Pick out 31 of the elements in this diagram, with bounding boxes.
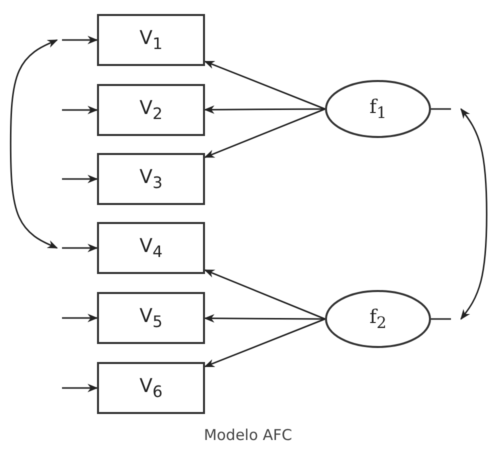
variable-label: V$_{3}$ xyxy=(139,166,163,192)
observed-variable-box xyxy=(97,292,205,344)
arrow xyxy=(204,314,325,323)
variable-label: f$_{1}$ xyxy=(369,96,387,122)
arrow xyxy=(204,318,326,368)
observed-variable-box xyxy=(97,222,205,274)
arrow xyxy=(62,244,98,252)
arrow xyxy=(62,174,98,184)
variable-label: V$_{4}$ xyxy=(139,235,163,261)
variable-label: V$_{1}$ xyxy=(139,27,163,53)
variable-label: V$_{5}$ xyxy=(139,305,163,331)
arrow xyxy=(204,105,325,114)
arrow xyxy=(62,314,98,322)
arrow xyxy=(204,60,326,110)
observed-variable-box xyxy=(97,14,205,66)
covariance-arrow xyxy=(10,39,58,249)
latent-factor-ellipse xyxy=(325,80,431,138)
variable-label: V$_{2}$ xyxy=(139,97,163,123)
arrow xyxy=(62,36,98,44)
arrow xyxy=(62,384,98,392)
observed-variable-box xyxy=(97,362,205,414)
caption: Modelo AFC xyxy=(202,426,294,444)
variable-label: f$_{2}$ xyxy=(369,306,387,332)
observed-variable-box xyxy=(97,84,205,136)
observed-variable-box xyxy=(97,153,205,205)
covariance-arrow xyxy=(460,108,488,320)
arrow xyxy=(204,108,326,158)
arrow xyxy=(204,269,326,320)
arrow xyxy=(62,106,98,114)
latent-factor-ellipse xyxy=(325,290,431,348)
variable-label: V$_{6}$ xyxy=(139,375,163,401)
